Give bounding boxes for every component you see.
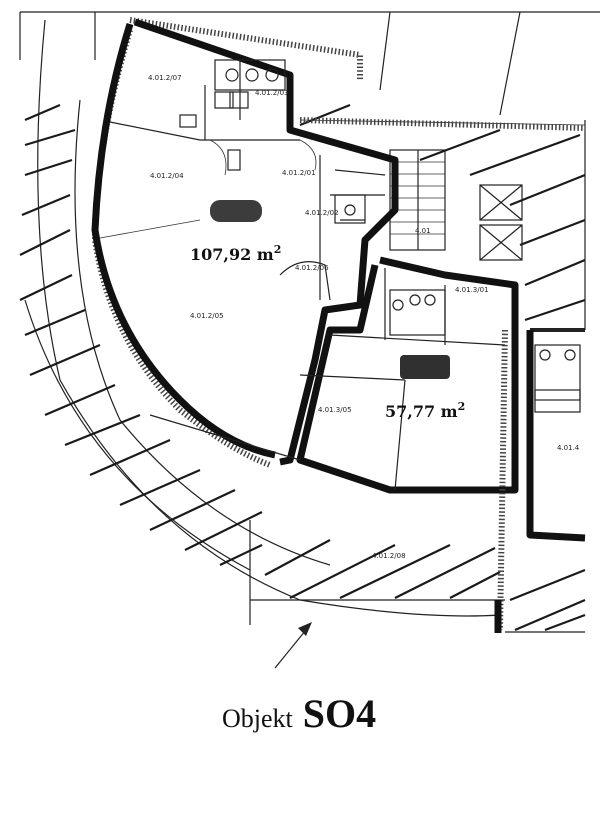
object-code: SO4 bbox=[302, 691, 377, 736]
room-code: 4.01 bbox=[415, 227, 431, 235]
terrace-hatching-right bbox=[299, 103, 586, 322]
room-code: 4.01.2/04 bbox=[150, 172, 184, 180]
room-code: 4.01.2/02 bbox=[305, 209, 339, 217]
room-code: 4.01.2/07 bbox=[148, 74, 182, 82]
redaction-marks bbox=[210, 200, 450, 379]
room-code: 4.01.3/05 bbox=[318, 406, 352, 414]
room-code: 4.01.2/08 bbox=[372, 552, 406, 560]
room-code: 4.01.4 bbox=[557, 444, 580, 452]
area-label-large: 107,92 m2 bbox=[190, 243, 281, 264]
apartment-walls bbox=[91, 17, 586, 633]
entrance-arrow bbox=[274, 622, 312, 669]
room-code: 4.01.2/05 bbox=[190, 312, 224, 320]
room-code: 4.01.3/01 bbox=[455, 286, 489, 294]
staircase bbox=[389, 149, 523, 261]
area-label-small: 57,77 m2 bbox=[385, 400, 465, 421]
terrace-hatching-left bbox=[19, 103, 263, 566]
plan-frame bbox=[19, 11, 600, 330]
sanitary-fixtures bbox=[179, 59, 581, 413]
area-labels: 107,92 m2 57,77 m2 bbox=[190, 243, 465, 421]
room-code: 4.01.2/06 bbox=[295, 264, 329, 272]
terrace-curves bbox=[24, 19, 505, 625]
object-title: Objekt SO4 bbox=[222, 690, 376, 737]
room-code: 4.01.2/03 bbox=[255, 89, 289, 97]
object-prefix: Objekt bbox=[222, 704, 293, 733]
room-code: 4.01.2/01 bbox=[282, 169, 316, 177]
terrace-hatching-bottom bbox=[264, 539, 586, 633]
room-code-labels: 4.01.2/07 4.01.2/03 4.01.2/04 4.01.2/01 … bbox=[148, 74, 580, 560]
